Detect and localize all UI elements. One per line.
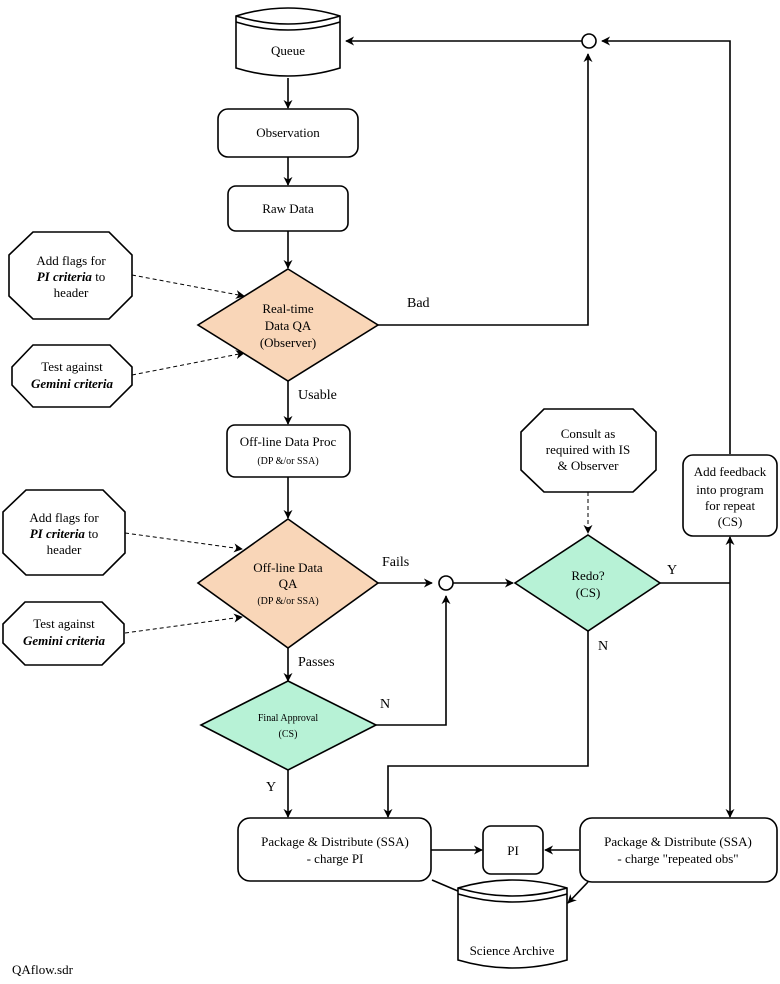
label-fails: Fails <box>382 555 409 570</box>
flags-pi-2-line-3: header <box>47 542 82 557</box>
flags-pi-1-line-1: Add flags for <box>36 253 106 268</box>
flags-pi-1-bold: PI criteria <box>37 269 93 284</box>
consult-line-2: required with IS <box>546 442 630 457</box>
edge-labels: Bad Usable Fails Passes N Y Y N <box>266 296 677 795</box>
feedback-line-4: (CS) <box>718 514 743 529</box>
redo-line-2: (CS) <box>576 585 601 600</box>
junction-top <box>581 33 597 49</box>
edge-test2-offlineqa <box>124 613 243 634</box>
offline-proc-line-1: Off-line Data Proc <box>240 434 337 449</box>
test-gemini-2-bold: Gemini criteria <box>23 633 105 648</box>
flags-pi-2-bold: PI criteria <box>30 526 86 541</box>
test-gemini-1-bold: Gemini criteria <box>31 376 113 391</box>
edge-redo-no <box>383 631 589 818</box>
offline-qa-node: Off-line Data QA (DP &/or SSA) <box>196 518 380 649</box>
connectors <box>124 36 735 904</box>
package-repeat-line-2: - charge "repeated obs" <box>617 851 738 866</box>
test-gemini-1-line-1: Test against <box>41 359 103 374</box>
realtime-qa-line-1: Real-time <box>262 301 313 316</box>
label-n-final: N <box>380 697 390 712</box>
test-gemini-node-1: Test against Gemini criteria <box>11 344 133 408</box>
final-approval-line-2: (CS) <box>279 729 298 740</box>
label-y-redo: Y <box>667 563 677 578</box>
flags-pi-1-line-3: header <box>54 285 89 300</box>
science-archive-node: Science Archive <box>457 879 568 969</box>
file-name-label: QAflow.sdr <box>12 962 73 977</box>
edge-test1-realtimeqa <box>131 350 245 376</box>
final-approval-node: Final Approval (CS) <box>199 680 378 771</box>
edge-flags2-offlineqa <box>124 532 243 553</box>
offline-qa-line-2: QA <box>279 576 298 591</box>
queue-label: Queue <box>271 43 305 58</box>
label-usable: Usable <box>298 388 337 403</box>
test-gemini-node-2: Test against Gemini criteria <box>2 601 125 666</box>
queue-node: Queue <box>235 7 341 77</box>
redo-node: Redo? (CS) <box>513 534 662 632</box>
label-passes: Passes <box>298 655 335 670</box>
package-repeat-line-1: Package & Distribute (SSA) <box>604 834 752 849</box>
realtime-qa-line-2: Data QA <box>265 318 312 333</box>
flags-pi-2-after: to <box>85 526 98 541</box>
consult-line-3: & Observer <box>557 458 619 473</box>
raw-data-label: Raw Data <box>262 201 314 216</box>
svg-text:PI criteria to: PI criteria to <box>30 526 99 541</box>
package-pi-node: Package & Distribute (SSA) - charge PI <box>237 817 432 882</box>
feedback-line-3: for repeat <box>705 498 756 513</box>
edge-finalN-junction <box>376 595 451 726</box>
offline-proc-node: Off-line Data Proc (DP &/or SSA) <box>226 424 351 478</box>
feedback-line-2: into program <box>696 482 764 497</box>
flags-pi-node-1: Add flags for PI criteria to header <box>8 231 133 320</box>
feedback-line-1: Add feedback <box>694 464 767 479</box>
label-y-final: Y <box>266 780 276 795</box>
offline-qa-line-1: Off-line Data <box>253 560 323 575</box>
final-approval-line-1: Final Approval <box>258 713 318 724</box>
observation-label: Observation <box>256 125 320 140</box>
pi-node: PI <box>482 825 544 875</box>
flags-pi-node-2: Add flags for PI criteria to header <box>2 489 126 576</box>
edge-bad-to-junction <box>378 53 593 326</box>
test-gemini-2-line-1: Test against <box>33 616 95 631</box>
label-n-redo: N <box>598 639 608 654</box>
pi-label: PI <box>507 843 519 858</box>
consult-node: Consult as required with IS & Observer <box>520 408 657 493</box>
science-archive-label: Science Archive <box>470 943 555 958</box>
flags-pi-2-line-1: Add flags for <box>29 510 99 525</box>
realtime-qa-line-3: (Observer) <box>260 335 316 350</box>
edge-packagerepeat-archive <box>567 881 589 904</box>
package-pi-line-1: Package & Distribute (SSA) <box>261 834 409 849</box>
realtime-qa-node: Real-time Data QA (Observer) <box>196 268 380 382</box>
package-repeat-node: Package & Distribute (SSA) - charge "rep… <box>579 817 778 883</box>
consult-line-1: Consult as <box>561 426 616 441</box>
redo-line-1: Redo? <box>571 568 604 583</box>
edge-flags1-realtimeqa <box>131 274 245 299</box>
offline-qa-line-3: (DP &/or SSA) <box>257 596 318 607</box>
label-bad: Bad <box>407 296 430 311</box>
svg-text:PI criteria to: PI criteria to <box>37 269 106 284</box>
raw-data-node: Raw Data <box>227 185 349 232</box>
flags-pi-1-after: to <box>92 269 105 284</box>
offline-proc-line-2: (DP &/or SSA) <box>257 456 318 467</box>
observation-node: Observation <box>217 108 359 158</box>
edge-feedback-junction <box>601 36 731 454</box>
junction-mid <box>438 575 454 591</box>
package-pi-line-2: - charge PI <box>307 851 364 866</box>
feedback-node: Add feedback into program for repeat (CS… <box>682 454 778 537</box>
